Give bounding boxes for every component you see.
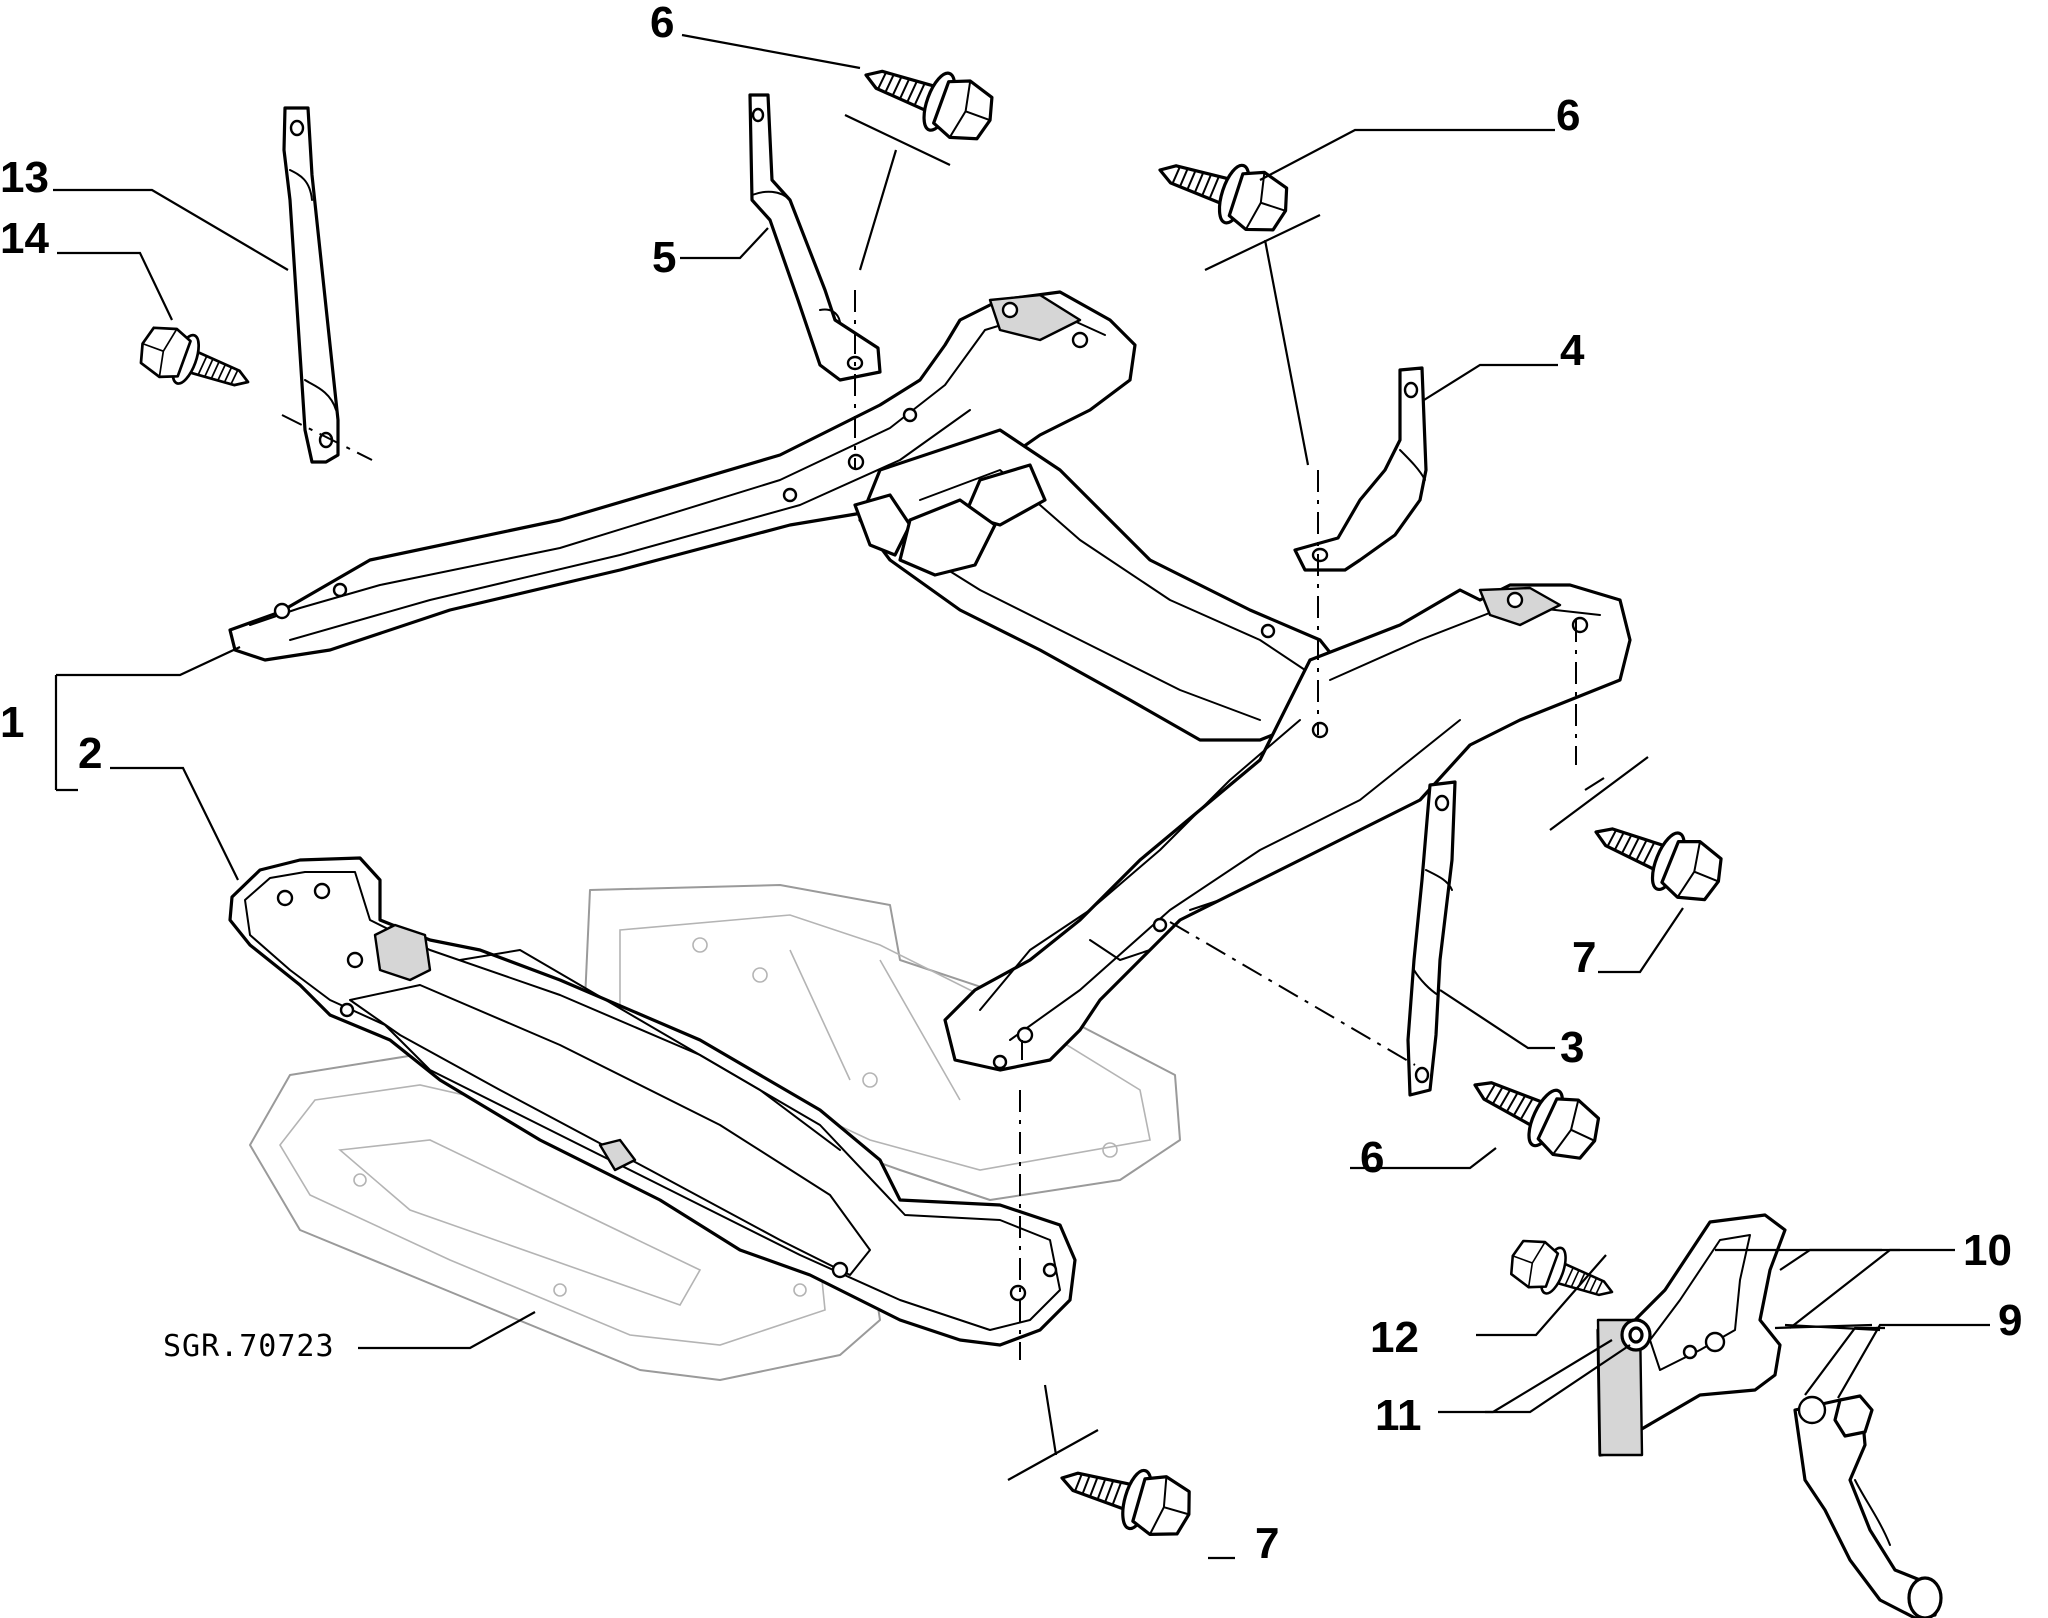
callout-7-right: 7 (1572, 933, 1596, 982)
subframe[interactable] (228, 290, 1632, 1072)
bolt-7-right[interactable] (1583, 802, 1732, 911)
bolt-6-lower[interactable] (1460, 1056, 1609, 1170)
strap-bracket-3[interactable] (1406, 780, 1457, 1097)
callout-labels: 13 14 1 2 5 6 6 4 7 3 6 7 10 9 12 11 SGR… (0, 0, 2022, 1568)
reference-code: SGR.70723 (163, 1329, 335, 1364)
callout-14: 14 (0, 214, 49, 263)
callout-4: 4 (1560, 326, 1585, 375)
front-crossmember[interactable] (228, 856, 1077, 1347)
bolt-7-bottom[interactable] (1052, 1447, 1199, 1545)
bolt-6-right[interactable] (1149, 139, 1297, 241)
side-bracket-10[interactable] (1596, 1213, 1787, 1457)
callout-10: 10 (1963, 1226, 2012, 1275)
callout-11: 11 (1375, 1391, 1422, 1440)
callout-6-right: 6 (1556, 91, 1580, 140)
strap-bracket-4[interactable] (1293, 366, 1428, 572)
assembly-guides (281, 114, 1649, 1481)
callout-6-lower: 6 (1360, 1133, 1384, 1182)
callout-9: 9 (1998, 1296, 2022, 1345)
strap-bracket-13[interactable] (282, 106, 340, 464)
leader-lines (53, 33, 1900, 1560)
callout-3: 3 (1560, 1023, 1584, 1072)
right-leaders (1789, 1248, 1990, 1399)
callout-6-top: 6 (650, 0, 674, 47)
callout-13: 13 (0, 153, 49, 202)
callout-5: 5 (652, 233, 676, 282)
washer-11[interactable] (1620, 1318, 1652, 1352)
callout-1: 1 (0, 698, 24, 747)
bolt-12[interactable] (1503, 1232, 1622, 1316)
bolt-14[interactable] (132, 318, 259, 408)
bolt-6-top[interactable] (854, 45, 1002, 150)
cranked-bracket-9[interactable] (1793, 1394, 1943, 1618)
strap-bracket-5[interactable] (748, 93, 882, 382)
callout-12: 12 (1370, 1313, 1419, 1362)
callout-7-bottom: 7 (1255, 1519, 1279, 1568)
callout-2: 2 (78, 729, 102, 778)
